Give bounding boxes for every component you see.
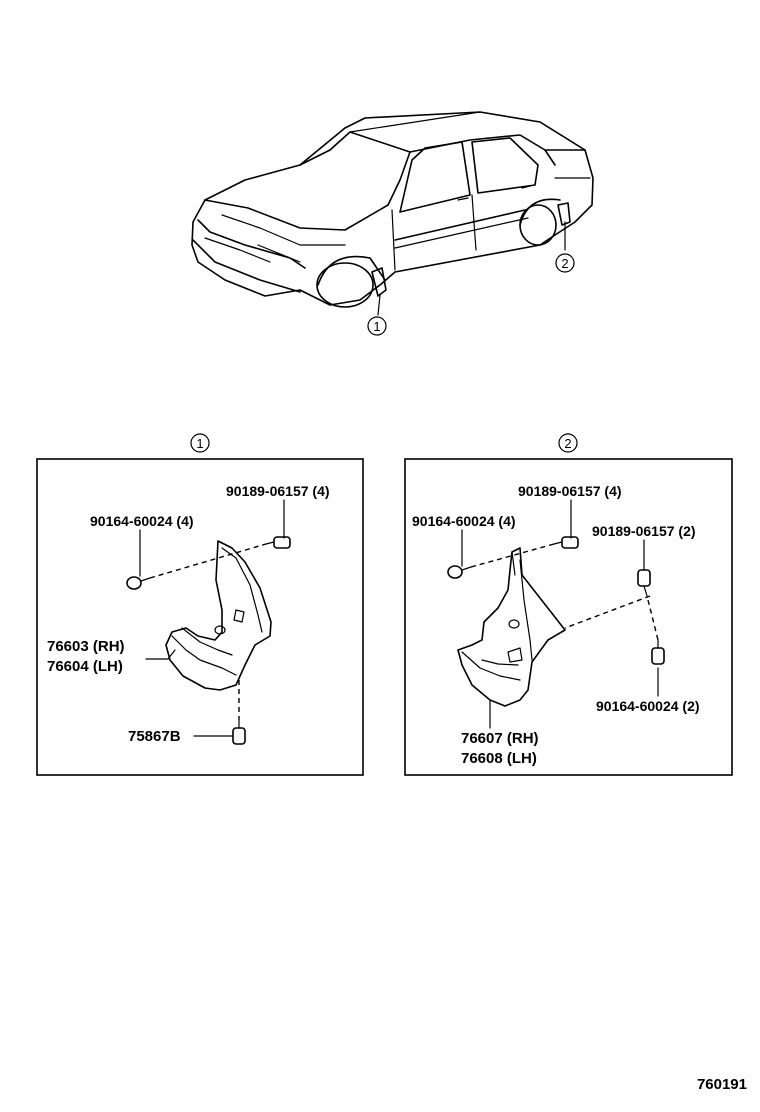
mudflap-76603-76604 [165,540,272,691]
label-90164-60024: 90164-60024 (4) [90,513,194,529]
label-90189-06157: 90189-06157 (4) [226,483,330,499]
label-76607-rh: 76607 (RH) [461,730,539,747]
panel-rear-header: 2 [558,433,578,453]
panel-front-frame [36,458,364,776]
label-76608-lh: 76608 (LH) [461,750,537,767]
label-76604-lh: 76604 (LH) [47,658,123,675]
bolt-90189-06157-rear-4 [553,536,579,549]
label-90164-60024-4: 90164-60024 (4) [412,513,516,529]
svg-text:2: 2 [561,256,568,271]
callout-front-mudflap: 1 [367,316,387,336]
bolt-90189-06157-front [265,536,291,549]
mudflap-76607-76608 [457,547,566,707]
label-90164-60024-2: 90164-60024 (2) [596,698,700,714]
label-90189-06157-2: 90189-06157 (2) [592,523,696,539]
callout-rear-mudflap: 2 [555,253,575,273]
panel-front-mudflap: 1 90189-06157 (4) 90164-60024 (4) 76603 … [36,433,364,776]
clip-75867b [232,719,246,745]
svg-text:2: 2 [564,436,571,451]
label-75867b: 75867B [128,728,181,745]
screw-90164-60024-front [126,576,151,590]
panel-front-header: 1 [190,433,210,453]
panel-rear-frame [404,458,733,776]
car-illustration [191,111,594,316]
svg-text:1: 1 [373,319,380,334]
screw-90164-60024-rear-4 [447,565,472,579]
bolt-90189-06157-rear-2 [637,569,651,597]
svg-text:1: 1 [196,436,203,451]
label-76603-rh: 76603 (RH) [47,638,125,655]
screw-90164-60024-rear-2 [651,639,665,665]
panel-rear-mudflap: 2 90189-06157 (4) 90164-60024 (4) 90189-… [404,433,733,776]
figure-code: 760191 [697,1076,747,1093]
label-90189-06157-4: 90189-06157 (4) [518,483,622,499]
